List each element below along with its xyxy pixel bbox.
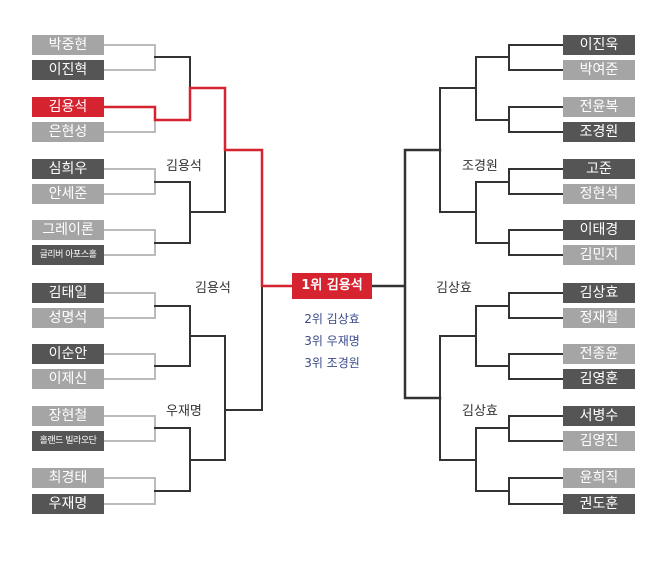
rank-third-a: 3위 우재명 <box>304 334 360 348</box>
right-r1-connector <box>508 477 564 505</box>
right-player-7: 이태경 <box>563 220 635 240</box>
left-player-3: 김용석 <box>32 97 104 117</box>
rank-second: 2위 김상효 <box>304 312 360 326</box>
left-r2-connector <box>154 181 191 244</box>
left-bottom-quarter-winner: 우재명 <box>166 404 202 419</box>
left-r1-connector <box>103 168 156 195</box>
left-r3-connector <box>189 335 226 461</box>
left-r2-connector <box>154 427 191 492</box>
right-r1-connector <box>508 292 564 319</box>
right-player-16: 권도훈 <box>563 494 635 514</box>
right-r1-connector <box>508 168 564 195</box>
right-r2-connector <box>475 305 510 367</box>
left-r2-connector <box>154 305 191 367</box>
right-r3-connector <box>439 87 477 213</box>
left-r1-connector <box>103 44 156 71</box>
left-r1-connector <box>103 106 156 133</box>
right-r2-connector <box>475 181 510 244</box>
left-r1-connector <box>103 229 156 256</box>
right-player-15: 윤희직 <box>563 468 635 488</box>
winner-path-line <box>102 86 294 288</box>
left-player-7: 그레이론 <box>32 220 104 240</box>
left-player-6: 안세준 <box>32 184 104 204</box>
right-player-10: 정재철 <box>563 308 635 328</box>
right-semifinal-winner: 김상효 <box>436 281 472 296</box>
right-r3-connector <box>439 335 477 461</box>
left-r1-connector <box>103 415 156 442</box>
right-player-6: 정현석 <box>563 184 635 204</box>
right-player-11: 전종윤 <box>563 344 635 364</box>
left-player-11: 이순안 <box>32 344 104 364</box>
right-player-8: 김민지 <box>563 245 635 265</box>
right-player-5: 고준 <box>563 159 635 179</box>
right-r2-connector <box>475 427 510 492</box>
left-player-14: 홀랜드 빌라오단 <box>32 431 104 451</box>
right-player-2: 박여준 <box>563 60 635 80</box>
left-semifinal-winner: 김용석 <box>195 281 231 296</box>
left-player-2: 이진혁 <box>32 60 104 80</box>
left-player-4: 은현성 <box>32 122 104 142</box>
right-r1-connector <box>508 415 564 442</box>
left-player-8: 글리버 아포스홀 <box>32 245 104 265</box>
right-r2-connector <box>475 56 510 121</box>
left-player-13: 장현철 <box>32 406 104 426</box>
right-bottom-quarter-winner: 김상효 <box>462 404 498 419</box>
bracket-lines-winner-path <box>102 86 294 288</box>
left-player-15: 최경태 <box>32 468 104 488</box>
rank-third-b: 3위 조경원 <box>304 356 360 370</box>
left-player-9: 김태일 <box>32 283 104 303</box>
right-player-14: 김영진 <box>563 431 635 451</box>
left-r2-connector <box>154 56 191 121</box>
right-player-9: 김상효 <box>563 283 635 303</box>
left-top-quarter-winner: 김용석 <box>166 159 202 174</box>
right-player-3: 전윤복 <box>563 97 635 117</box>
right-r1-connector <box>508 44 564 71</box>
left-player-12: 이제신 <box>32 369 104 389</box>
right-r1-connector <box>508 353 564 380</box>
left-player-10: 성명석 <box>32 308 104 328</box>
left-player-16: 우재명 <box>32 494 104 514</box>
right-player-12: 김영훈 <box>563 369 635 389</box>
left-r1-connector <box>103 292 156 319</box>
left-r3-connector <box>189 87 226 213</box>
left-player-1: 박중현 <box>32 35 104 55</box>
left-r1-connector <box>103 353 156 380</box>
left-r4-connector <box>224 285 263 411</box>
right-r1-connector <box>508 229 564 256</box>
left-player-5: 심희우 <box>32 159 104 179</box>
right-player-1: 이진욱 <box>563 35 635 55</box>
left-r1-connector <box>103 477 156 505</box>
right-r1-connector <box>508 106 564 133</box>
right-player-4: 조경원 <box>563 122 635 142</box>
champion-badge: 1위 김용석 <box>292 273 372 299</box>
right-player-13: 서병수 <box>563 406 635 426</box>
right-top-quarter-winner: 조경원 <box>462 159 498 174</box>
right-final-connector <box>370 148 442 400</box>
